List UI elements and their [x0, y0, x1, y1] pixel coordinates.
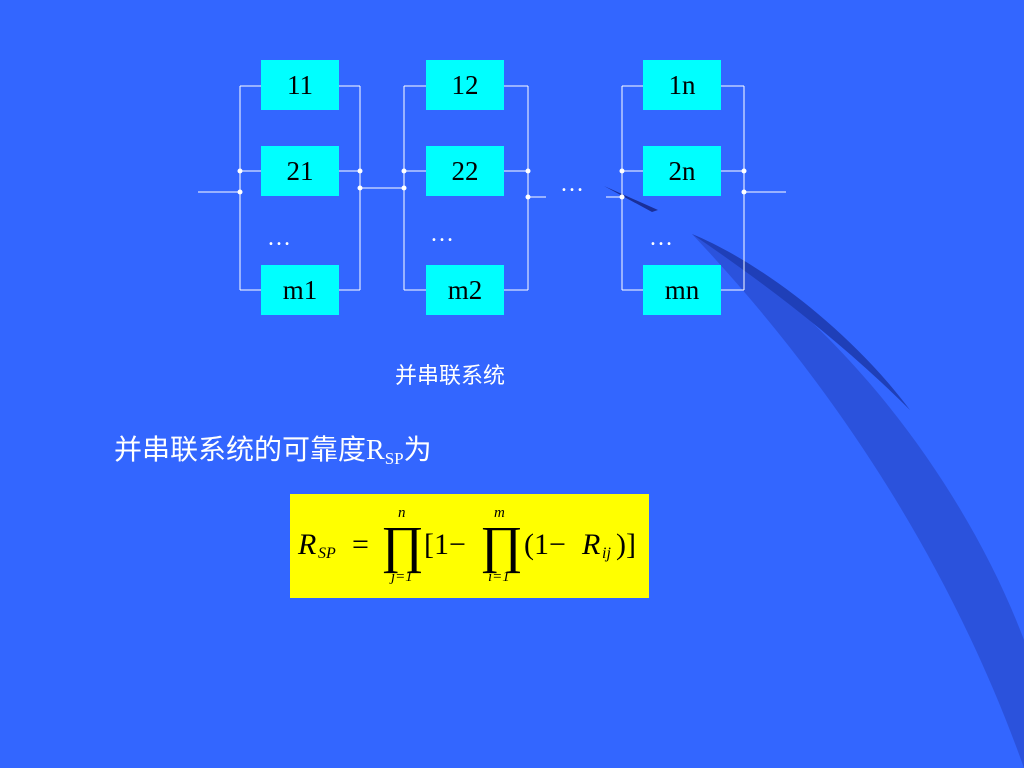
ellipsis-column-2: … — [430, 221, 455, 247]
formula-lhs-subscript: SP — [318, 545, 336, 562]
inner-product-lower: i=1 — [488, 569, 510, 585]
formula-r: R — [582, 528, 601, 561]
component-block-11: 11 — [261, 60, 339, 110]
outer-product-lower: j=1 — [391, 569, 413, 585]
ellipsis-column-n: … — [649, 225, 674, 251]
component-block-m1: m1 — [261, 265, 339, 315]
diagram-caption: 并串联系统 — [394, 364, 505, 389]
formula-paren-open: (1− — [524, 528, 566, 561]
component-block-1n: 1n — [643, 60, 721, 110]
component-block-m2: m2 — [426, 265, 504, 315]
component-block-21: 21 — [261, 146, 339, 196]
formula-lhs: R — [298, 528, 317, 561]
formula-close: )] — [616, 528, 636, 561]
statement-subscript: SP — [384, 449, 404, 468]
reliability-statement: 并串联系统的可靠度RSP为 — [114, 428, 432, 469]
statement-suffix: 为 — [403, 433, 432, 466]
component-block-mn: mn — [643, 265, 721, 315]
statement-text: 并串联系统的可靠度 — [114, 433, 367, 466]
ellipsis-column-1: … — [267, 225, 292, 251]
formula-open-bracket: [1− — [424, 528, 466, 561]
component-block-12: 12 — [426, 60, 504, 110]
formula-equals: = — [352, 528, 369, 561]
inner-product-upper: m — [494, 505, 505, 521]
component-block-2n: 2n — [643, 146, 721, 196]
ellipsis-series: … — [560, 171, 585, 197]
outer-product-symbol: ∏ — [381, 517, 424, 574]
formula-r-subscript: ij — [602, 545, 611, 562]
inner-product-symbol: ∏ — [480, 517, 523, 574]
component-block-22: 22 — [426, 146, 504, 196]
outer-product-upper: n — [398, 505, 406, 521]
reliability-formula: R SP = n ∏ j=1 [1− m ∏ i=1 (1− R ij )] — [290, 494, 649, 598]
statement-symbol: R — [366, 435, 385, 466]
